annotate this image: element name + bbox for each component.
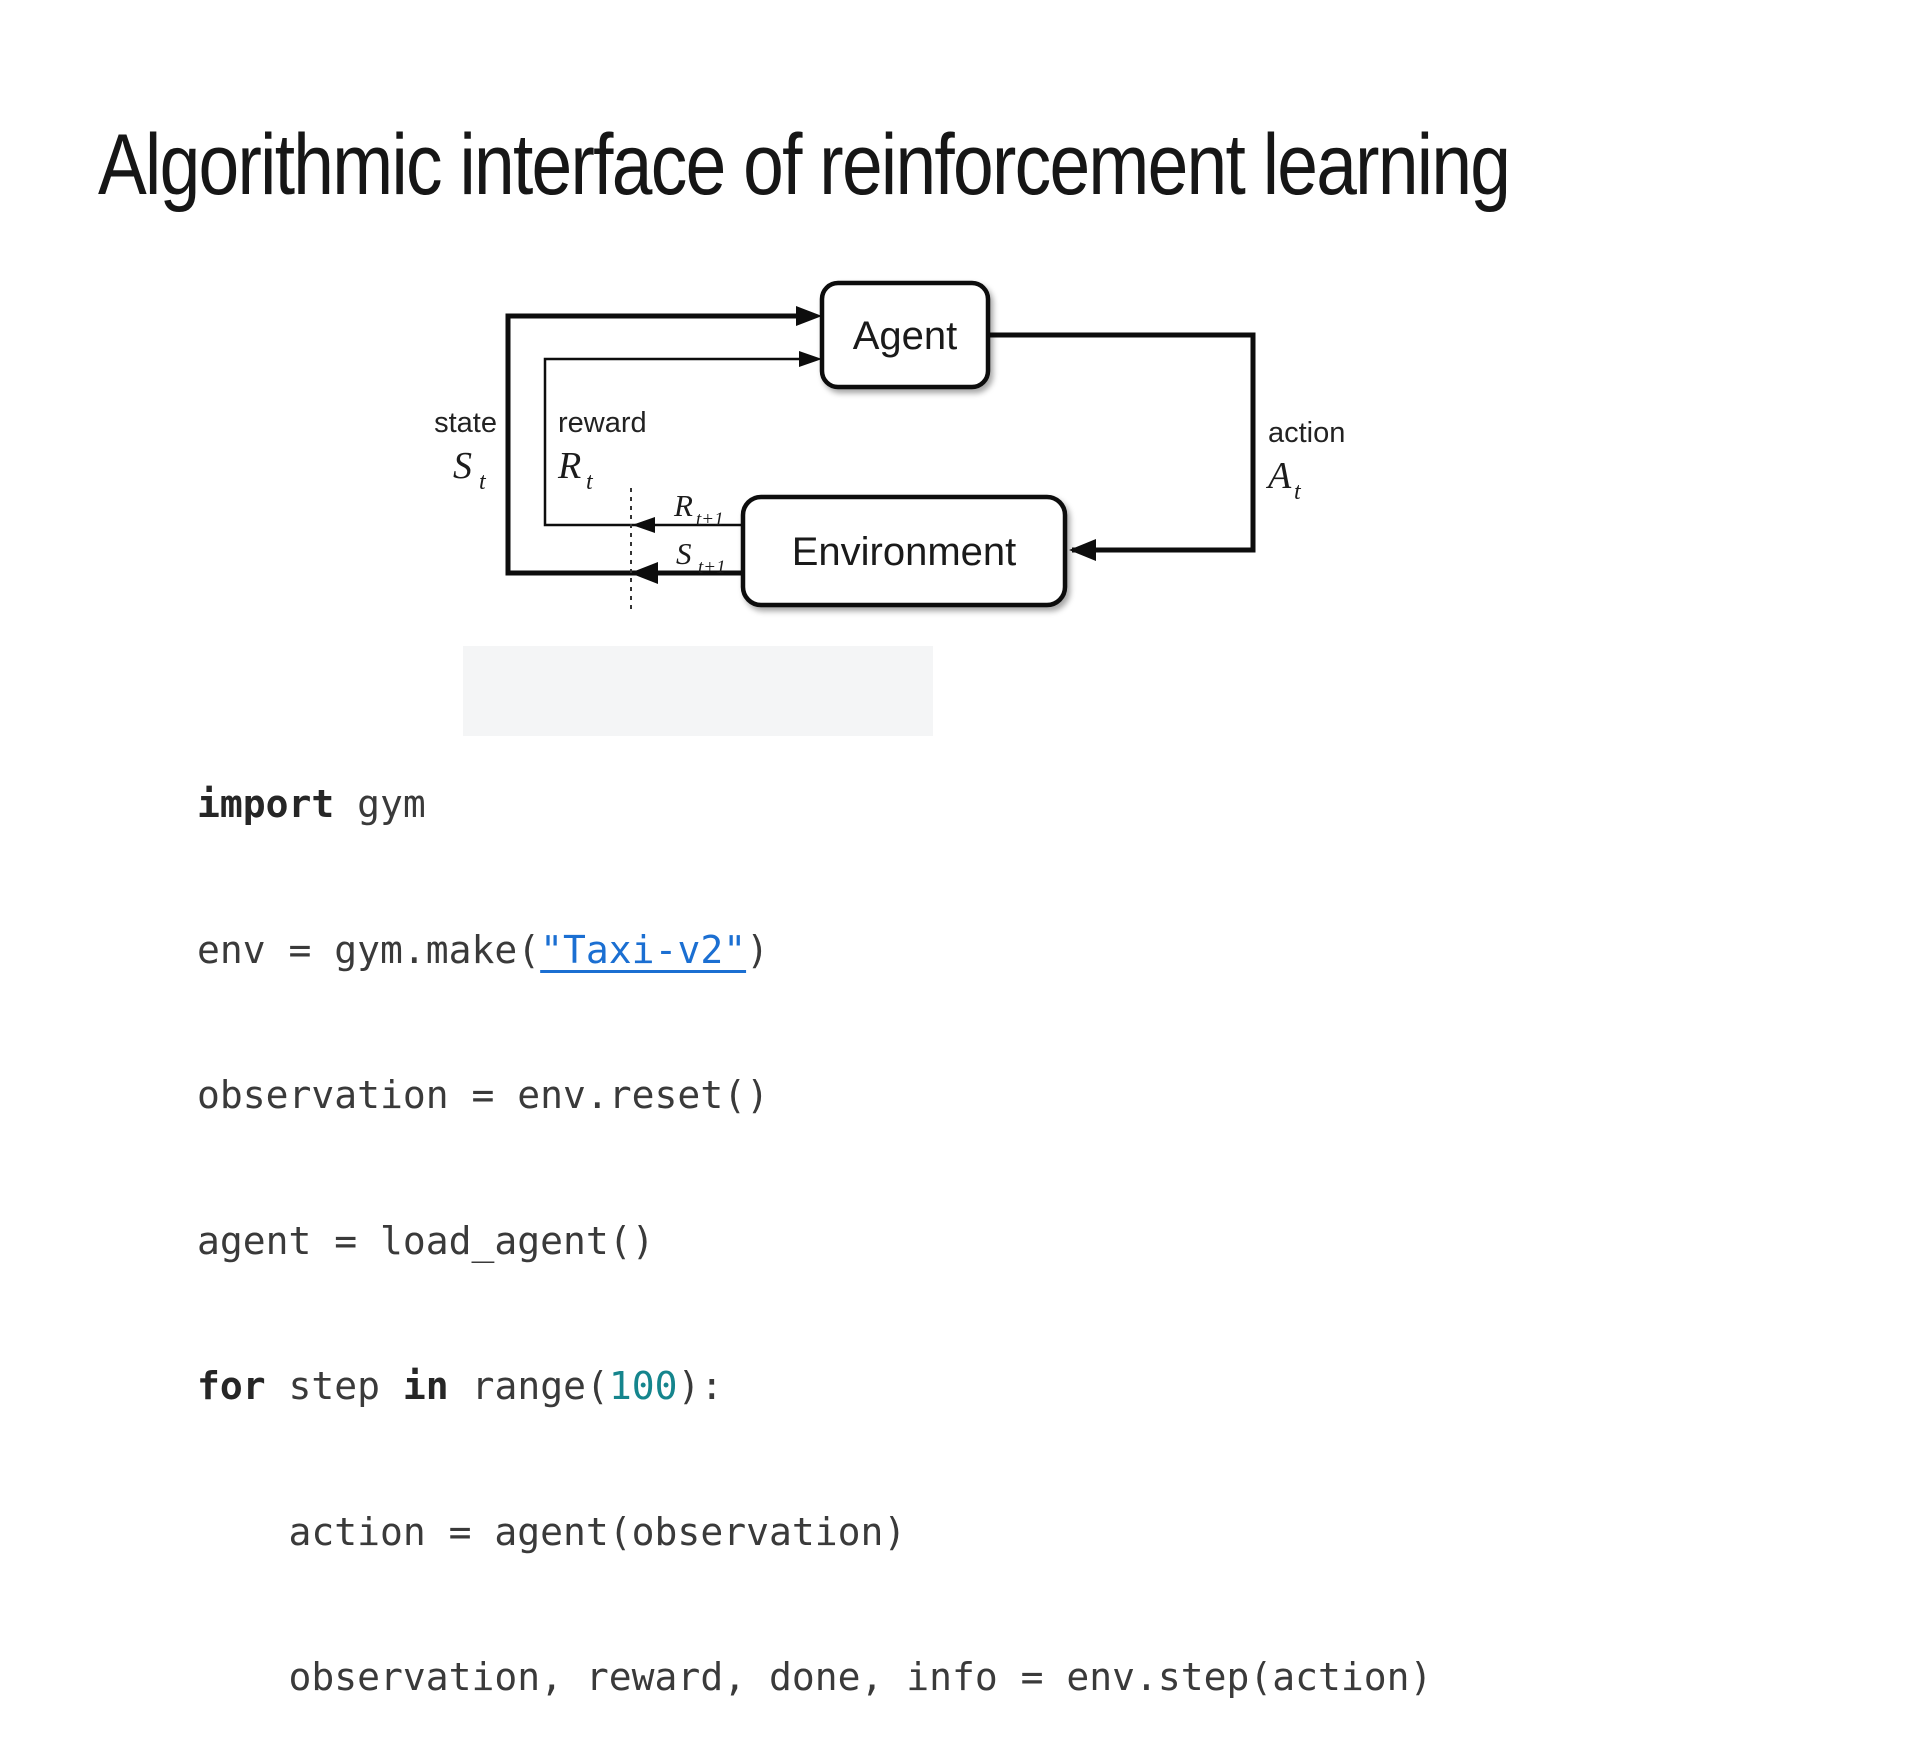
code-token: observation, reward, done, info = env.st… [197, 1655, 1433, 1699]
state-symbol-sub: t [479, 469, 487, 495]
code-token: ): [677, 1364, 724, 1408]
code-token: agent = load_agent() [197, 1218, 655, 1263]
next-reward-arrowhead [632, 517, 655, 533]
code-token: ) [746, 927, 769, 972]
slide-canvas: { "slide": { "title": "Algorithmic inter… [98, 116, 1511, 1699]
rl-loop-svg: Agent Environment state S t reward R t a… [434, 280, 1345, 610]
state-label: state [434, 407, 497, 439]
code-token: gym [334, 782, 426, 826]
action-label: action [1268, 417, 1345, 449]
agent-box [819, 280, 991, 390]
state-symbol: S [453, 445, 472, 487]
next-state-symbol: S [676, 536, 692, 571]
action-loop-line [988, 332, 1256, 553]
state-to-agent-arrowhead [796, 306, 822, 326]
action-to-env-arrowhead [1069, 539, 1096, 561]
reward-symbol: R [557, 445, 581, 487]
reward-symbol-sub: t [586, 469, 594, 495]
code-line: agent = load_agent() [197, 1217, 1432, 1266]
code-token: env = gym.make( [197, 927, 541, 972]
code-token: observation = env.reset() [197, 1073, 769, 1117]
code-block: import gym env = gym.make("Taxi-v2") obs… [197, 683, 1432, 1750]
code-line: action = agent(observation) [197, 1508, 1432, 1557]
environment-box [740, 494, 1068, 608]
code-token: range( [448, 1364, 609, 1408]
agent-label: Agent [853, 314, 958, 358]
code-keyword: for [197, 1364, 266, 1408]
rl-loop-diagram: Agent Environment state S t reward R t a… [420, 260, 1420, 680]
slide-title: Algorithmic interface of reinforcement l… [98, 116, 1511, 213]
next-reward-symbol-sub: t+1 [696, 509, 724, 530]
code-line: import gym [197, 780, 1432, 829]
next-state-symbol-sub: t+1 [698, 557, 726, 578]
reward-to-agent-arrowhead [799, 351, 822, 367]
environment-label: Environment [792, 530, 1017, 574]
code-keyword: in [402, 1364, 449, 1408]
code-token: action = agent(observation) [197, 1509, 907, 1554]
code-token: step [265, 1364, 403, 1408]
code-line: observation, reward, done, info = env.st… [197, 1653, 1433, 1702]
reward-label: reward [558, 407, 647, 439]
code-line: observation = env.reset() [197, 1071, 1432, 1120]
code-background-artifact [463, 646, 933, 736]
next-state-arrowhead [630, 562, 658, 584]
state-loop-line [505, 313, 814, 576]
code-line: for step in range(100): [197, 1362, 1432, 1411]
code-keyword: import [197, 782, 335, 826]
action-symbol: A [1265, 455, 1292, 497]
code-line: env = gym.make("Taxi-v2") [197, 926, 1432, 975]
next-reward-symbol: R [673, 488, 693, 523]
action-symbol-sub: t [1294, 479, 1302, 505]
taxi-v2-link[interactable]: "Taxi-v2" [540, 927, 747, 972]
code-number: 100 [608, 1364, 678, 1408]
